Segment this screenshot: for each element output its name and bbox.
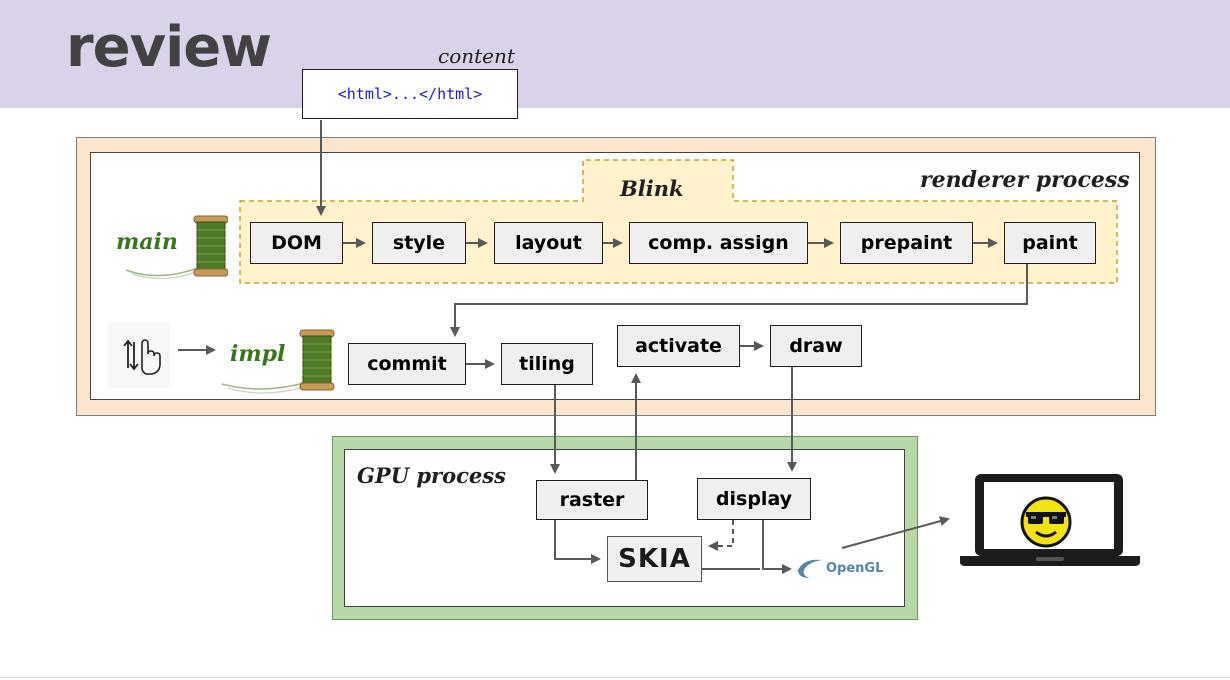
gpu-process-label: GPU process — [357, 463, 506, 488]
commit-box: commit — [348, 343, 466, 385]
display-box: display — [697, 478, 811, 520]
opengl-logo: OpenGL — [796, 556, 883, 580]
arrow-paint-to-commit — [450, 264, 1028, 337]
prepaint-box: prepaint — [840, 222, 973, 264]
cool-smiley-icon — [1020, 496, 1072, 548]
draw-box: draw — [770, 325, 862, 367]
tiling-box: tiling — [501, 343, 593, 385]
opengl-swoosh-icon — [798, 559, 822, 578]
skia-logo-text: SKIA — [618, 544, 691, 574]
arrow-display-to-skia — [708, 520, 734, 551]
activate-box: activate — [617, 325, 740, 367]
layout-box: layout — [494, 222, 603, 264]
impl-thread-spool-icon — [221, 329, 335, 394]
slide-title: review — [66, 15, 272, 80]
raster-box: raster — [536, 480, 648, 520]
main-thread-label: main — [116, 229, 178, 255]
paint-box: paint — [1004, 222, 1096, 264]
main-thread-spool-icon — [125, 215, 228, 280]
impl-thread-label: impl — [230, 341, 286, 367]
style-box: style — [372, 222, 466, 264]
slide-bottom-border — [0, 677, 1230, 678]
comp-assign-box: comp. assign — [629, 222, 808, 264]
arrow-raster-to-skia — [554, 520, 601, 564]
renderer-process-label: renderer process — [920, 167, 1130, 193]
content-label: content — [438, 44, 515, 68]
arrow-opengl-to-laptop — [841, 516, 950, 549]
opengl-logo-text: OpenGL — [826, 560, 884, 576]
scroll-touch-input-icon — [108, 322, 170, 388]
html-content-box: <html>...</html> — [302, 69, 518, 119]
header-band — [0, 0, 1230, 108]
skia-logo: SKIA — [607, 536, 702, 582]
blink-label: Blink — [620, 176, 684, 201]
arrow-display-to-opengl — [762, 520, 792, 574]
dom-box: DOM — [250, 222, 343, 264]
